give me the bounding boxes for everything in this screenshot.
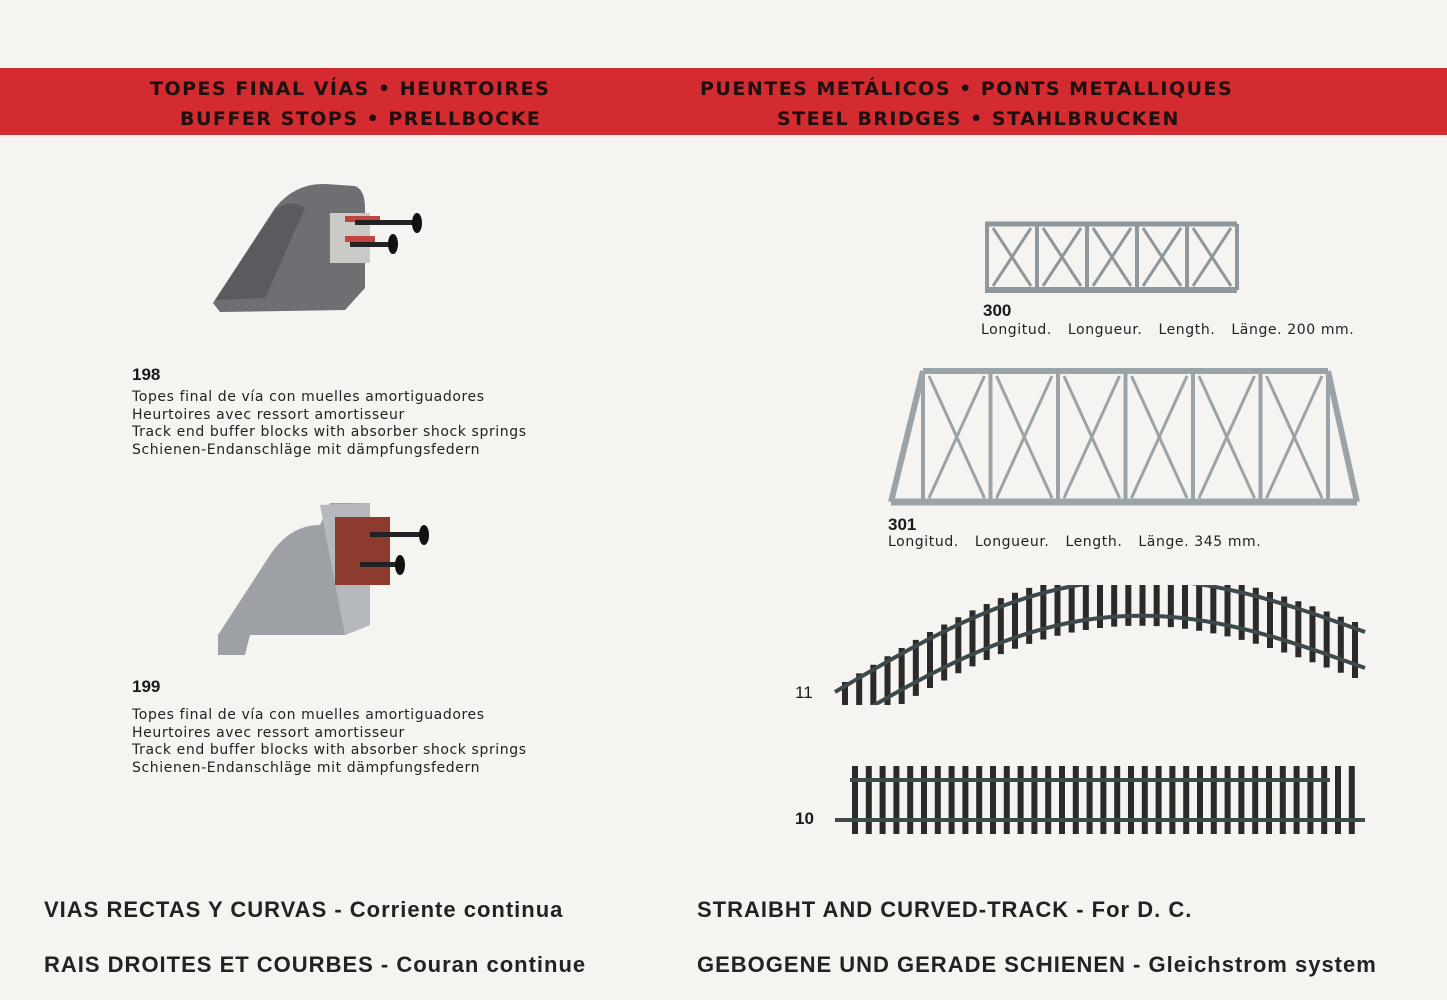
rail [833, 585, 1366, 694]
desc-line: Schienen-Endanschläge mit dämpfungsfeder… [132, 441, 481, 458]
buffer-stop-198-image [213, 183, 422, 312]
diagonal [1041, 227, 1083, 287]
header-right-line2: STEEL BRIDGES • STAHLBRUCKEN [777, 108, 1180, 130]
desc-line: Topes final de vía con muelles amortigua… [132, 389, 485, 405]
length-label: Length. [1158, 322, 1216, 338]
product-number-301: 301 [888, 515, 917, 534]
rail [870, 613, 1366, 705]
length-label: Length. [1065, 534, 1123, 550]
desc-line: Track end buffer blocks with absorber sh… [132, 424, 527, 440]
footer-left-line1: VIAS RECTAS Y CURVAS - Corriente continu… [44, 897, 564, 922]
header-right-line1: PUENTES METÁLICOS • PONTS METALLIQUES [700, 78, 1234, 100]
desc-line: Heurtoires avec ressort amortisseur [132, 406, 405, 423]
length-300: Longitud. Longueur. Length. Länge. 200 mm. [981, 322, 1370, 338]
diagonal [1191, 227, 1233, 287]
length-label: Länge. 200 mm. [1231, 322, 1355, 338]
curved-track-11-image [833, 585, 1366, 705]
desc-line: Topes final de vía con muelles amortigua… [132, 707, 485, 723]
diagonal [1091, 227, 1133, 287]
buffer-stop-199-image [218, 503, 429, 655]
end-post [1325, 370, 1360, 503]
steel-bridge-300-image [985, 221, 1239, 293]
desc-line: Schienen-Endanschläge mit dämpfungsfeder… [132, 759, 481, 776]
product-number-199: 199 [132, 677, 161, 696]
product-description-199: Topes final de vía con muelles amortigua… [132, 707, 527, 777]
end-post [888, 370, 926, 503]
footer-left-line2: RAIS DROITES ET COURBES - Couran continu… [44, 952, 587, 977]
steel-bridge-301-image [888, 368, 1360, 506]
length-label: Longueur. [1067, 322, 1143, 338]
diagonal [995, 375, 1054, 499]
length-label: Länge. 345 mm. [1138, 534, 1262, 550]
footer-right-line2: GEBOGENE UND GERADE SCHIENEN - Gleichstr… [697, 952, 1377, 977]
desc-line: Heurtoires avec ressort amortisseur [132, 724, 405, 741]
diagonal [927, 375, 986, 499]
diagonal [1130, 375, 1189, 499]
product-description-198: Topes final de vía con muelles amortigua… [132, 389, 527, 459]
straight-track-10-image [835, 766, 1365, 834]
diagonal [1062, 375, 1121, 499]
diagonal [1197, 375, 1256, 499]
length-label: Longitud. [981, 322, 1052, 338]
diagonal [1265, 375, 1324, 499]
diagonal [991, 227, 1033, 287]
length-label: Longueur. [974, 534, 1050, 550]
product-number-300: 300 [983, 301, 1012, 320]
header-left-line1: TOPES FINAL VÍAS • HEURTOIRES [150, 78, 551, 100]
product-number-198: 198 [132, 365, 161, 384]
desc-line: Track end buffer blocks with absorber sh… [132, 742, 527, 758]
diagonal [1141, 227, 1183, 287]
length-label: Longitud. [888, 534, 959, 550]
header-band [0, 68, 1447, 135]
product-number-11: 11 [795, 683, 813, 702]
footer-right-line1: STRAIBHT AND CURVED-TRACK - For D. C. [697, 897, 1193, 922]
header-left-line2: BUFFER STOPS • PRELLBOCKE [180, 108, 542, 130]
length-301: Longitud. Longueur. Length. Länge. 345 mm. [888, 534, 1277, 550]
product-number-10: 10 [795, 809, 814, 828]
